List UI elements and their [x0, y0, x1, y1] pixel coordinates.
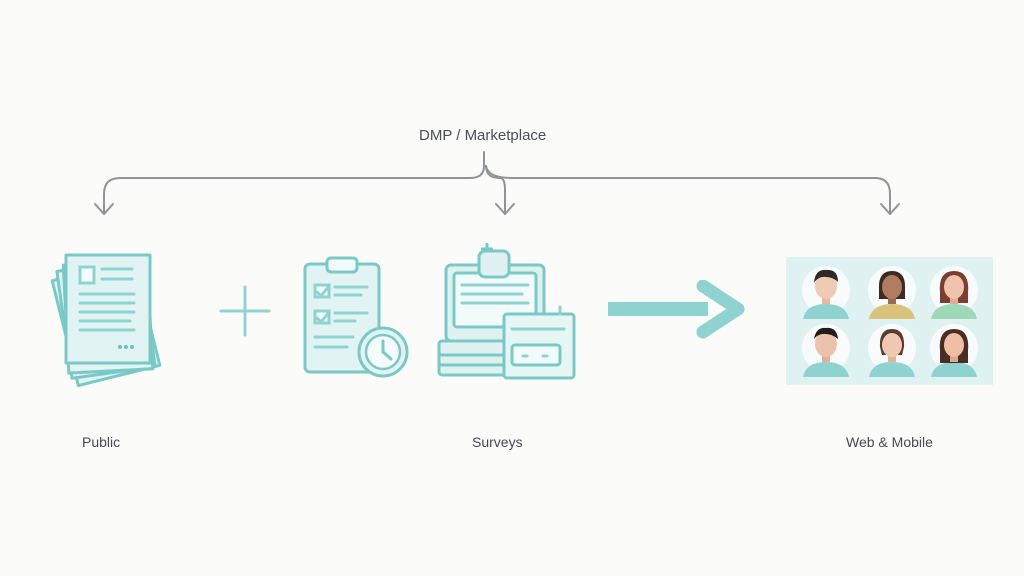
label-surveys: Surveys: [472, 434, 523, 450]
plus-icon: [219, 285, 271, 337]
clipboard-clock-icon: [303, 256, 409, 378]
connector-center: [485, 165, 506, 215]
connector-left: [103, 151, 485, 215]
documents-stack-icon: [50, 253, 162, 388]
hub-label: DMP / Marketplace: [419, 127, 547, 144]
label-web-mobile: Web & Mobile: [846, 434, 933, 450]
right-arrow-icon: [608, 280, 745, 339]
avatar-3: [930, 266, 978, 319]
arrowhead-right: [880, 203, 900, 215]
arrowhead-left: [94, 203, 114, 215]
label-public: Public: [82, 434, 121, 450]
avatar-5: [868, 324, 916, 377]
survey-tray-icon: [437, 243, 576, 380]
avatar-4: [802, 324, 850, 377]
avatar-6: [930, 324, 978, 377]
user-avatars-grid-icon: [786, 257, 993, 385]
avatar-2: [868, 266, 916, 319]
avatar-1: [802, 266, 850, 319]
arrowhead-center: [495, 203, 515, 215]
connector-right: [485, 165, 891, 215]
